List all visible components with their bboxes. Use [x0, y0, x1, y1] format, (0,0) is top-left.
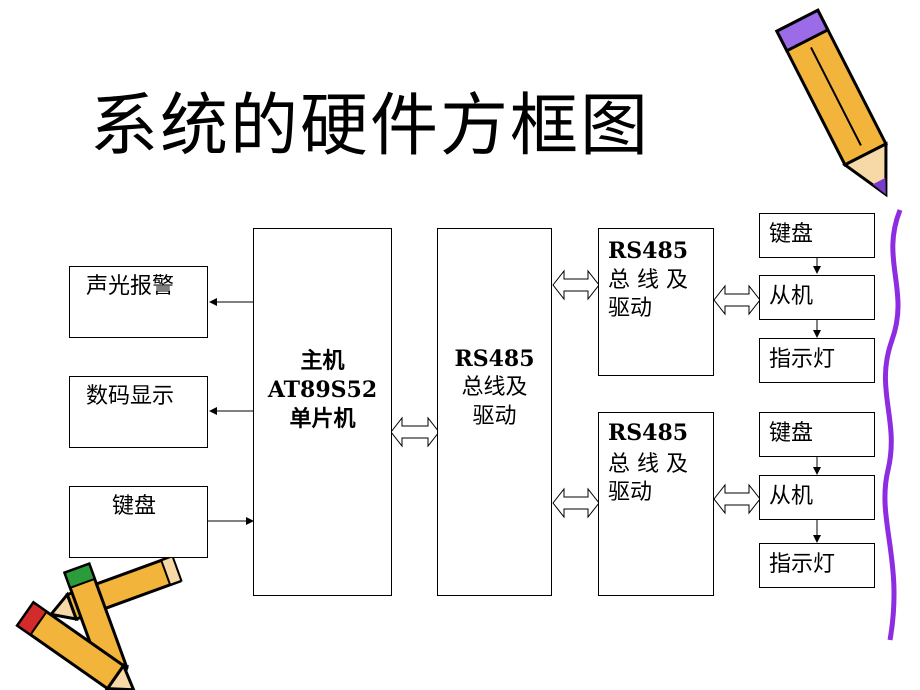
slave-bottom-indicator-box: 指示灯	[759, 543, 875, 588]
slave-top-indicator-box: 指示灯	[759, 338, 875, 383]
keyboard-label: 键盘	[112, 494, 157, 519]
driver-label-line1: RS485	[454, 346, 535, 372]
bus-bottom-line1: RS485	[608, 420, 689, 446]
driver-label-line2: 总线及	[461, 375, 528, 400]
slave-bottom-keyboard-label: 键盘	[769, 421, 814, 446]
bus-top-line2: 总 线 及	[608, 268, 688, 293]
bus-top-line1: RS485	[608, 238, 689, 264]
display-label: 数码显示	[86, 384, 175, 409]
host-label-line2: AT89S52	[267, 377, 378, 403]
slide-title: 系统的硬件方框图	[90, 87, 651, 166]
bus-bottom-line3: 驱动	[608, 480, 653, 505]
host-mcu-box: 主机 AT89S52 单片机	[253, 228, 392, 596]
bus-top-line3: 驱动	[608, 296, 653, 321]
bidirectional-arrow-bus-slave-bottom	[713, 483, 761, 515]
slave-top-box: 从机	[759, 275, 875, 320]
display-box: 数码显示	[69, 376, 208, 448]
pencil-decoration-top-icon	[774, 8, 888, 198]
slave-top-indicator-label: 指示灯	[769, 347, 836, 372]
pencil-decoration-bottom-icon	[15, 555, 183, 690]
bidirectional-arrow-bus-slave-top	[713, 284, 761, 316]
alarm-label: 声光报警	[86, 274, 175, 299]
keyboard-box: 键盘	[69, 486, 208, 558]
purple-line-decoration-icon	[882, 209, 903, 641]
bus-bottom-line2: 总 线 及	[608, 452, 688, 477]
rs485-bus-top-box: RS485 总 线 及 驱动	[598, 228, 714, 376]
bidirectional-arrow-host-driver	[390, 416, 440, 448]
slave-bottom-keyboard-box: 键盘	[759, 412, 875, 457]
slave-top-keyboard-label: 键盘	[769, 222, 814, 247]
rs485-bus-bottom-box: RS485 总 线 及 驱动	[598, 412, 714, 596]
slave-top-keyboard-box: 键盘	[759, 213, 875, 258]
host-label-line1: 主机	[300, 348, 345, 374]
rs485-driver-box: RS485 总线及 驱动	[437, 228, 552, 596]
bidirectional-arrow-driver-bus-bottom	[552, 487, 600, 519]
alarm-box: 声光报警	[69, 266, 208, 338]
host-label-line3: 单片机	[289, 406, 356, 432]
bidirectional-arrow-driver-bus-top	[552, 269, 600, 301]
slave-bottom-label: 从机	[769, 484, 814, 509]
slave-top-label: 从机	[769, 284, 814, 309]
slave-bottom-box: 从机	[759, 475, 875, 520]
slave-bottom-indicator-label: 指示灯	[769, 552, 836, 577]
driver-label-line3: 驱动	[472, 404, 517, 429]
